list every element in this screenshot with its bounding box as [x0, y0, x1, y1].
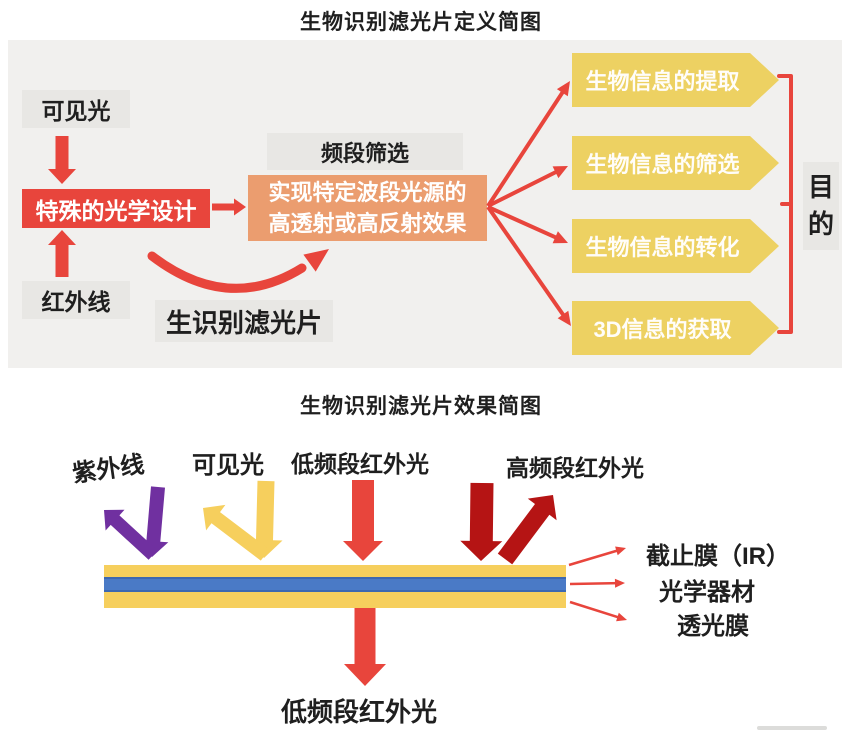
- output-conversion: 生物信息的转化: [572, 219, 779, 273]
- optical-design-box: 特殊的光学设计: [22, 189, 210, 228]
- cutoff-film-layer: [104, 565, 566, 577]
- output-screening: 生物信息的筛选: [572, 136, 779, 190]
- layer-pointer-3-shaft: [569, 600, 621, 620]
- top-diagram-title: 生物识别滤光片定义简图: [300, 11, 542, 34]
- filter-name-box: 生识别滤光片: [155, 300, 333, 342]
- effect-line-2: 高透射或高反射效果: [268, 211, 467, 236]
- infrared-box: 红外线: [22, 281, 130, 319]
- uv-reflected-arrow: [104, 509, 158, 560]
- layer-pointer-2: [569, 578, 625, 588]
- cutoff-film-label: 截止膜（IR）: [646, 543, 790, 570]
- corner-artifact: [757, 726, 827, 730]
- uv-incident-arrow: [138, 486, 169, 557]
- bottom-diagram-title: 生物识别滤光片效果简图: [300, 395, 542, 418]
- effect-line-1: 实现特定波段光源的: [268, 180, 467, 205]
- visible-incident-arrow: [246, 480, 283, 558]
- layer-pointer-1: [568, 546, 626, 567]
- layer-pointer-3-head: [616, 612, 627, 622]
- transmitted-ir-label: 低频段红外光: [281, 697, 438, 727]
- low-ir-transmitted-arrow: [344, 608, 386, 686]
- output-3d-acquisition: 3D信息的获取: [572, 301, 779, 355]
- low-ir-incident-arrow: [343, 480, 383, 561]
- band-filter-title-box: 频段筛选: [267, 133, 463, 170]
- translucent-film-layer: [104, 592, 566, 608]
- visible-reflected-arrow: [203, 504, 270, 561]
- layer-pointer-2-head: [614, 578, 625, 588]
- visible-light-box: 可见光: [22, 90, 130, 128]
- high-ir-label: 高频段红外光: [506, 455, 644, 481]
- effect-box: 实现特定波段光源的 高透射或高反射效果: [248, 175, 487, 241]
- uv-label: 紫外线: [70, 451, 146, 488]
- purpose-label: 目的: [803, 162, 839, 250]
- visible-light-label: 可见光: [192, 452, 264, 479]
- layer-pointer-3: [569, 600, 627, 622]
- high-ir-incident-arrow: [460, 482, 503, 561]
- high-ir-reflected-arrow: [497, 495, 557, 565]
- low-ir-label: 低频段红外光: [291, 451, 429, 477]
- layer-pointer-2-shaft: [569, 581, 619, 586]
- layer-pointer-1-shaft: [568, 548, 620, 567]
- filter-stack: [104, 565, 566, 608]
- translucent-film-label: 透光膜: [677, 613, 749, 640]
- optical-substrate-layer: [104, 577, 566, 592]
- layer-pointer-1-head: [615, 546, 626, 556]
- optical-material-label: 光学器材: [659, 579, 755, 606]
- output-extraction: 生物信息的提取: [572, 53, 779, 107]
